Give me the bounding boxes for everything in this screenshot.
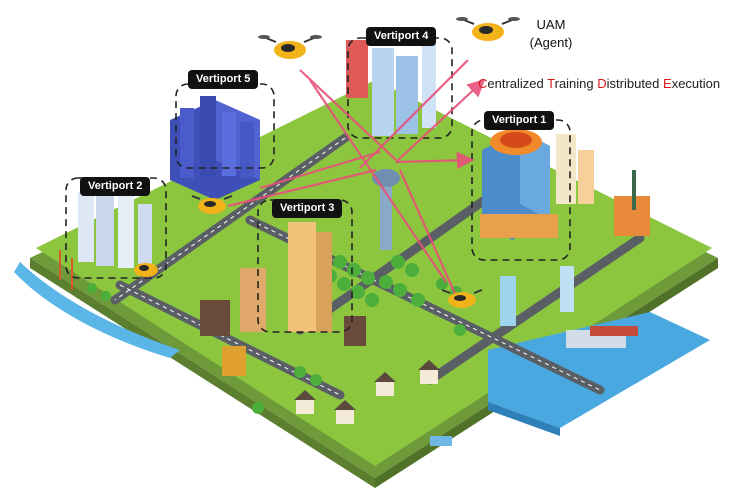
uam-label-line1: UAM	[536, 17, 566, 32]
vertiport-label-2: Vertiport 2	[80, 177, 151, 196]
drone-icon	[441, 289, 483, 308]
title-part: T	[547, 76, 555, 91]
title-part: D	[597, 76, 607, 91]
communication-links	[227, 59, 486, 297]
drone-icon	[134, 263, 158, 277]
title-part: xecution	[671, 76, 721, 91]
title-part: raining	[554, 76, 598, 91]
vertiport-label-5: Vertiport 5	[188, 70, 259, 89]
vertiport-label-4: Vertiport 4	[366, 27, 437, 46]
water-area	[14, 262, 710, 436]
uam-agent-label: UAM (Agent)	[515, 16, 587, 52]
title-part: entralized	[487, 76, 548, 91]
title-part: C	[478, 76, 488, 91]
vertiport-label-1: Vertiport 1	[484, 111, 555, 130]
title-part: istributed	[606, 76, 664, 91]
drone-icon	[258, 35, 322, 59]
uam-label-line2: (Agent)	[529, 35, 573, 50]
drone-icon	[191, 195, 233, 214]
buildings	[59, 40, 650, 446]
title-part: E	[663, 76, 672, 91]
drone-icon	[456, 17, 520, 41]
vertiport-label-3: Vertiport 3	[272, 199, 343, 218]
ctde-title: Centralized Training Distributed Executi…	[478, 76, 720, 91]
drone-icons	[134, 17, 520, 308]
